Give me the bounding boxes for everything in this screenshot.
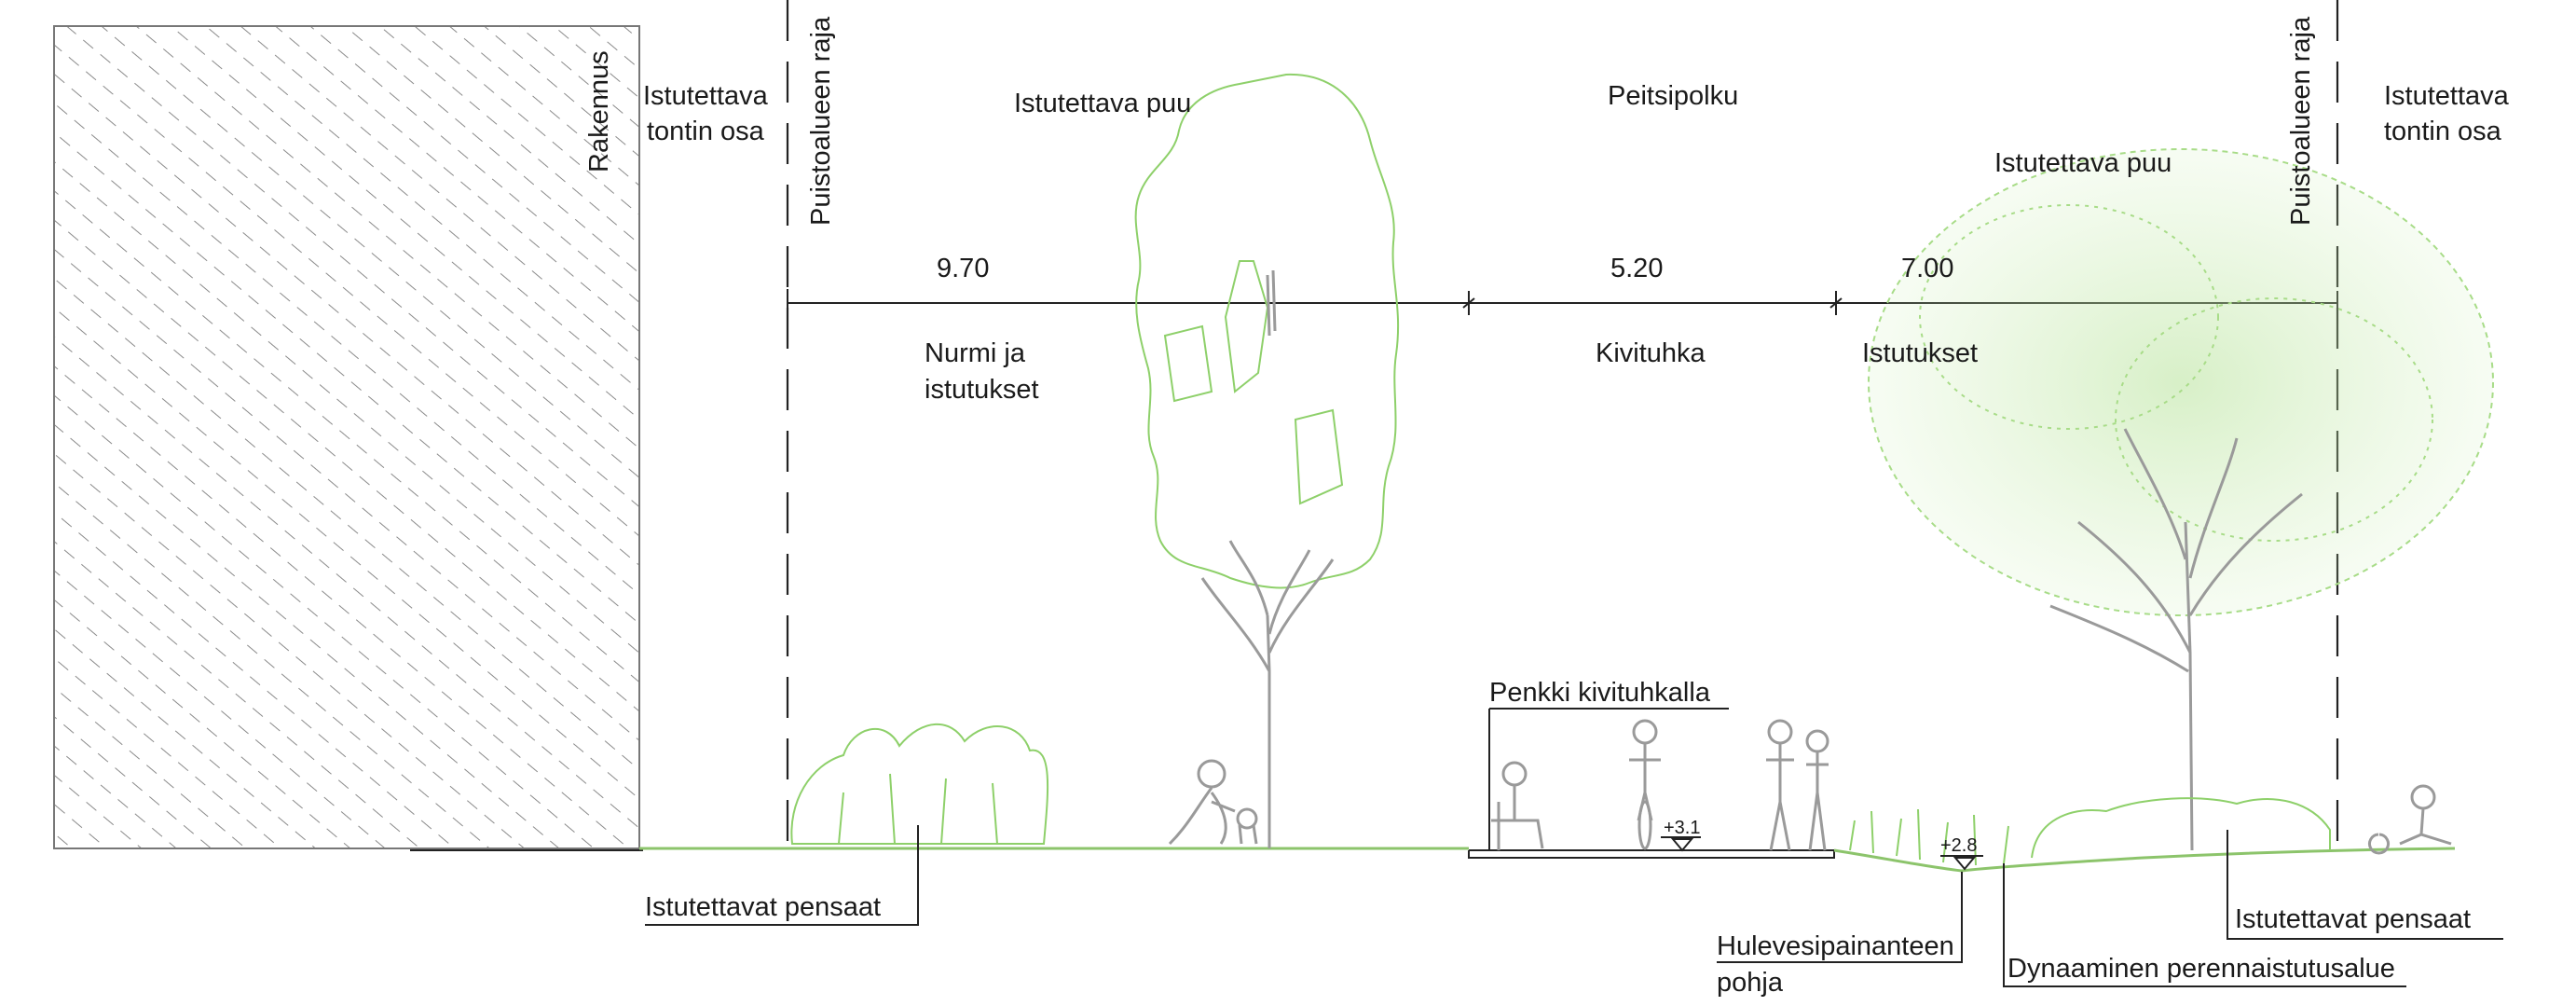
building: [53, 25, 640, 849]
person-on-bench: [1491, 761, 1544, 850]
plantable-tree-right-label: Istutettava puu: [1994, 148, 2172, 178]
perennial-grasses: [1849, 808, 2009, 866]
zone-gravel-label: Kivituhka: [1596, 338, 1706, 368]
tree-right-trunk: [2049, 428, 2303, 851]
tree-left-branch: [1266, 269, 1277, 337]
plantable-tree-left-label: Istutettava puu: [1014, 89, 1191, 118]
couple-walking: [1766, 719, 1829, 851]
gravel-path: [1468, 849, 1835, 859]
tree-right-canopy-inner-2: [2115, 297, 2433, 542]
zone-plantings-label: Istutukset: [1862, 338, 1978, 368]
bench-leader: [1488, 708, 1729, 850]
swale-ground: [1833, 847, 2456, 873]
bench-note: Penkki kivituhkalla: [1489, 678, 1711, 708]
park-boundary-left-label: Puistoalueen raja: [806, 16, 836, 226]
tree-right-canopy: [1868, 148, 2494, 616]
plantable-plot-right-label-2: tontin osa: [2384, 117, 2502, 146]
tree-right: [1868, 148, 2494, 851]
tree-left-canopy: [1134, 73, 1400, 589]
zone-lawn-label-1: Nurmi ja: [925, 338, 1026, 368]
person-crouching-with-dog: [1168, 759, 1258, 846]
shrubs-left-stems: [838, 773, 998, 845]
elevation-path: [1661, 836, 1701, 852]
perennial-label: Dynaaminen perennaistutusalue: [2007, 954, 2395, 984]
park-boundary-right-label: Puistoalueen raja: [2286, 16, 2316, 226]
building-hatch: [53, 25, 640, 849]
person-sitting-right: [2368, 784, 2452, 855]
stormwater-label-1: Hulevesipainanteen: [1717, 931, 1954, 961]
cyclist: [1629, 719, 1661, 850]
shrubs-left-leader: [645, 825, 919, 926]
street-name: Peitsipolku: [1608, 81, 1738, 111]
tree-left-detail: [1163, 260, 1344, 505]
dimension-plantings: 7.00: [1901, 254, 1953, 283]
perennial-leader: [2003, 863, 2406, 987]
shrubs-right-leader: [2227, 830, 2503, 940]
zone-lawn-label-2: istutukset: [925, 375, 1039, 405]
tree-left-trunk: [1200, 540, 1335, 848]
plantable-plot-right-label-1: Istutettava: [2384, 81, 2510, 111]
shrubs-left-label: Istutettavat pensaat: [645, 892, 881, 922]
dimension-lawn: 9.70: [937, 254, 989, 283]
dimension-gravel: 5.20: [1610, 254, 1663, 283]
tree-right-canopy-inner-1: [1919, 204, 2219, 430]
stormwater-label-2: pohja: [1717, 968, 1784, 998]
stormwater-leader: [1717, 872, 1963, 963]
shrubs-left: [790, 723, 1049, 845]
tree-left: [1134, 73, 1400, 848]
elevation-path-label: +3.1: [1664, 818, 1700, 838]
elevation-swale: [1940, 855, 1983, 871]
shrubs-right: [1849, 797, 2331, 866]
plantable-plot-left-label-1: Istutettava: [643, 81, 769, 111]
plantable-plot-left-label-2: tontin osa: [647, 117, 765, 146]
shrubs-left-outline: [790, 723, 1049, 845]
shrubs-right-label: Istutettavat pensaat: [2235, 904, 2471, 934]
building-label: Rakennus: [584, 50, 614, 172]
elevation-swale-label: +2.8: [1940, 835, 1977, 856]
shrubs-right-outline: [2031, 797, 2331, 859]
